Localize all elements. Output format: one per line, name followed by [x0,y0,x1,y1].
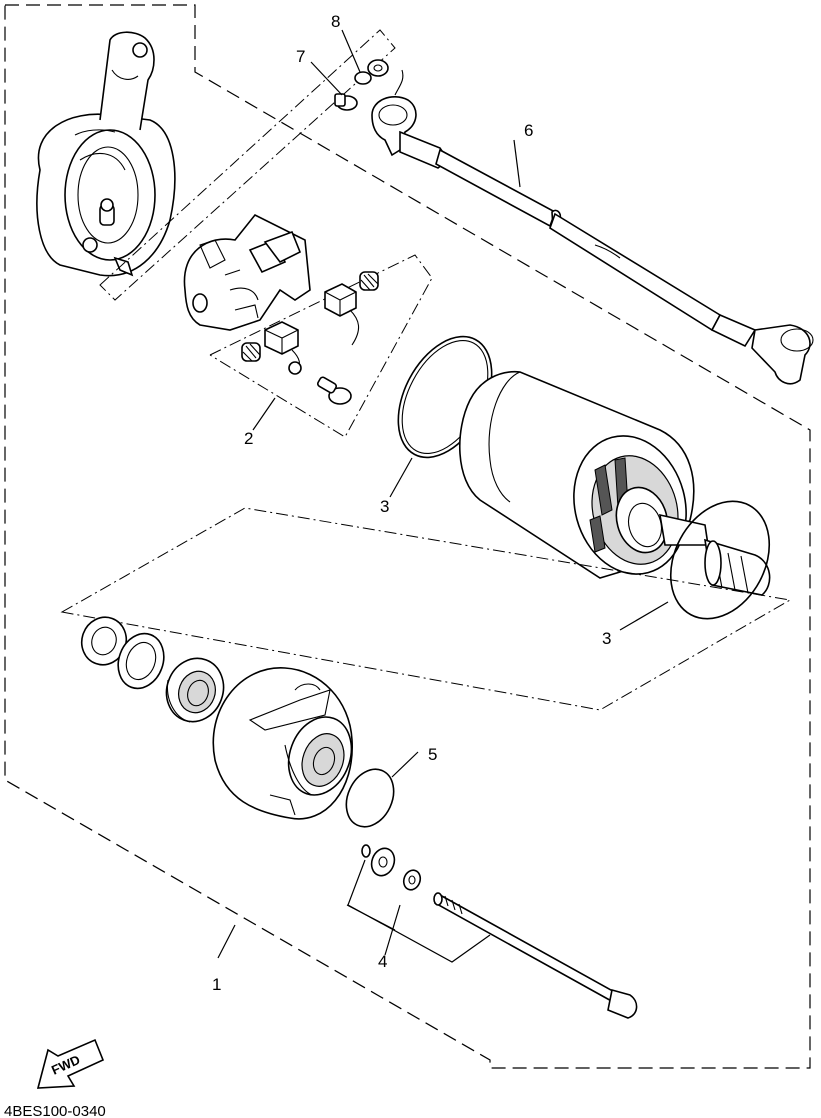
washer-part-8 [354,59,389,85]
bearing [165,657,225,723]
callout-5: 5 [428,745,437,764]
callout-8: 8 [331,12,340,31]
callout-1: 1 [212,975,221,994]
armature-group-outline [60,507,792,711]
brush-holder [183,213,311,331]
callout-7: 7 [296,47,305,66]
through-bolt [433,892,638,1019]
pinion-shaft [704,538,771,596]
brush-set-outline [209,254,433,438]
washer-front-2 [117,632,165,690]
lead-wire-part-6 [371,69,814,385]
callout-6: 6 [524,121,533,140]
o-ring-lower [669,500,771,620]
rear-cover-outline [99,29,396,301]
brush-upper [324,271,379,346]
yoke-housing [458,370,709,579]
callout-3-upper: 3 [380,497,389,516]
o-ring-part-5 [345,768,395,828]
rear-cover [36,31,176,277]
callout-4: 4 [378,952,387,971]
brush-screw [317,376,352,405]
washer-set-part-4 [361,844,422,891]
leader-lines [217,29,669,963]
brush-lower [241,321,302,375]
diagram-code: 4BES100-0340 [4,1103,106,1118]
screw-part-7 [334,93,358,111]
front-cover [212,667,353,820]
spring-lower [241,342,261,362]
spring-upper [359,271,379,291]
callout-3-lower: 3 [602,629,611,648]
callout-2: 2 [244,429,253,448]
assembly-boundary [4,4,811,1069]
fwd-arrow-icon: FWD [36,1038,105,1089]
